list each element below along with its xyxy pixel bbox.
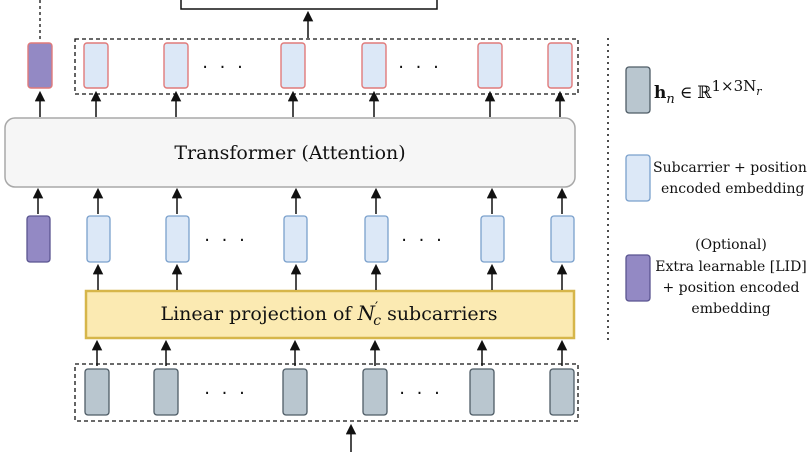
input-subcarrier-token	[282, 368, 308, 416]
output-token	[83, 42, 109, 89]
legend-h-sub: n	[666, 92, 674, 107]
projection-symbol-base: N	[357, 301, 377, 325]
lid-output-token	[27, 42, 53, 89]
output-token	[280, 42, 306, 89]
legend-lid-line3: + position encoded	[662, 280, 799, 296]
projection-symbol-sub: c	[373, 313, 381, 329]
embedding-ellipsis: · · ·	[401, 230, 445, 251]
input-subcarriers-group	[74, 363, 579, 422]
legend-lid-line4: embedding	[691, 301, 770, 317]
projection-label-prefix: Linear projection of	[160, 303, 357, 325]
input-subcarrier-token	[84, 368, 110, 416]
legend-lid-line1: (Optional)	[695, 237, 767, 253]
legend-subcarrier-line2: encoded embedding	[661, 181, 804, 197]
embedding-token	[165, 215, 190, 263]
input-subcarrier-token	[469, 368, 495, 416]
legend-lid-line2: Extra learnable [LID]	[655, 259, 807, 275]
legend-h-sup: 1×3N	[711, 77, 756, 95]
input-ellipsis: · · ·	[399, 383, 443, 404]
output-ellipsis: · · ·	[398, 57, 442, 78]
legend-h-in: ∈	[680, 83, 693, 103]
lid-embedding-token	[26, 215, 51, 263]
embedding-to-transformer-arrows	[32, 187, 568, 214]
legend-h-symbol: h	[654, 83, 666, 103]
projection-label-suffix: subcarriers	[381, 303, 497, 325]
legend-input-swatch	[625, 66, 651, 114]
input-subcarrier-token	[362, 368, 388, 416]
input-subcarrier-token	[153, 368, 179, 416]
legend-h-sup-sub: r	[756, 85, 762, 98]
output-token	[361, 42, 387, 89]
embedding-token	[86, 215, 111, 263]
legend-subcarrier-swatch	[625, 154, 651, 202]
embedding-token	[550, 215, 575, 263]
input-ellipsis: · · ·	[204, 383, 248, 404]
legend-subcarrier-line1: Subcarrier + position	[653, 160, 807, 176]
output-token	[547, 42, 573, 89]
output-token	[163, 42, 189, 89]
linear-projection-block	[84, 289, 576, 340]
transformer-to-output-arrows	[34, 90, 566, 117]
input-subcarrier-token	[549, 368, 575, 416]
output-ellipsis: · · ·	[202, 57, 246, 78]
linear-projection-label: Linear projection of N′c subcarriers	[160, 300, 497, 329]
embedding-token	[480, 215, 505, 263]
embedding-token	[283, 215, 308, 263]
transformer-block	[4, 117, 576, 188]
embedding-token	[364, 215, 389, 263]
legend-h-space: ℝ	[697, 83, 712, 103]
legend-lid-swatch	[625, 254, 651, 302]
transformer-label: Transformer (Attention)	[174, 142, 405, 164]
projection-to-embedding-arrows	[92, 263, 568, 290]
output-tokens-group	[74, 38, 579, 95]
legend-h-formula: hn ∈ℝ1×3Nr	[654, 77, 762, 107]
embedding-ellipsis: · · ·	[204, 230, 248, 251]
output-token	[477, 42, 503, 89]
top-output-box	[180, 0, 438, 10]
input-to-projection-arrows	[91, 339, 568, 366]
projection-symbol-prime: ′	[375, 300, 378, 316]
